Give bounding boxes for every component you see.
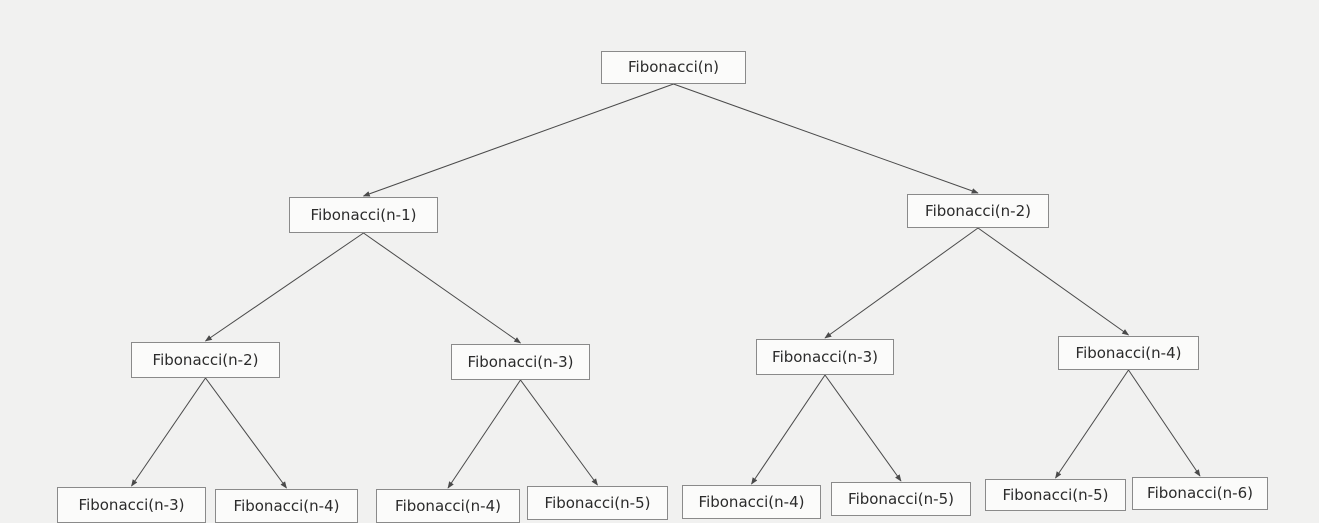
edge-l2b-l3c — [447, 379, 521, 489]
edge-l2a-l3a — [131, 377, 206, 487]
node-fibonacci-n: Fibonacci(n) — [601, 51, 746, 84]
edge-l2b-l3d — [520, 379, 598, 486]
node-fibonacci-n-5: Fibonacci(n-5) — [831, 482, 971, 516]
node-fibonacci-n-4: Fibonacci(n-4) — [376, 489, 520, 523]
edge-l1a-l2b — [363, 232, 522, 344]
edge-l2c-l3f — [824, 374, 902, 482]
edge-l2d-l3h — [1128, 369, 1201, 477]
node-fibonacci-n-4: Fibonacci(n-4) — [682, 485, 821, 519]
edge-root-l1a — [362, 83, 674, 197]
node-fibonacci-n-3: Fibonacci(n-3) — [57, 487, 206, 523]
edge-l2a-l3b — [205, 377, 287, 489]
edge-root-l1b — [673, 83, 979, 194]
edge-l1b-l2d — [977, 227, 1130, 336]
node-fibonacci-n-3: Fibonacci(n-3) — [451, 344, 590, 380]
node-fibonacci-n-1: Fibonacci(n-1) — [289, 197, 438, 233]
node-fibonacci-n-2: Fibonacci(n-2) — [131, 342, 280, 378]
edge-l2c-l3e — [751, 374, 826, 485]
edge-l2d-l3g — [1055, 369, 1129, 479]
node-fibonacci-n-5: Fibonacci(n-5) — [527, 486, 668, 520]
edge-l1a-l2a — [204, 232, 364, 342]
node-fibonacci-n-6: Fibonacci(n-6) — [1132, 477, 1268, 510]
node-fibonacci-n-5: Fibonacci(n-5) — [985, 479, 1126, 511]
edge-l1b-l2c — [824, 227, 979, 339]
node-fibonacci-n-2: Fibonacci(n-2) — [907, 194, 1049, 228]
node-fibonacci-n-4: Fibonacci(n-4) — [215, 489, 358, 523]
node-fibonacci-n-3: Fibonacci(n-3) — [756, 339, 894, 375]
node-fibonacci-n-4: Fibonacci(n-4) — [1058, 336, 1199, 370]
